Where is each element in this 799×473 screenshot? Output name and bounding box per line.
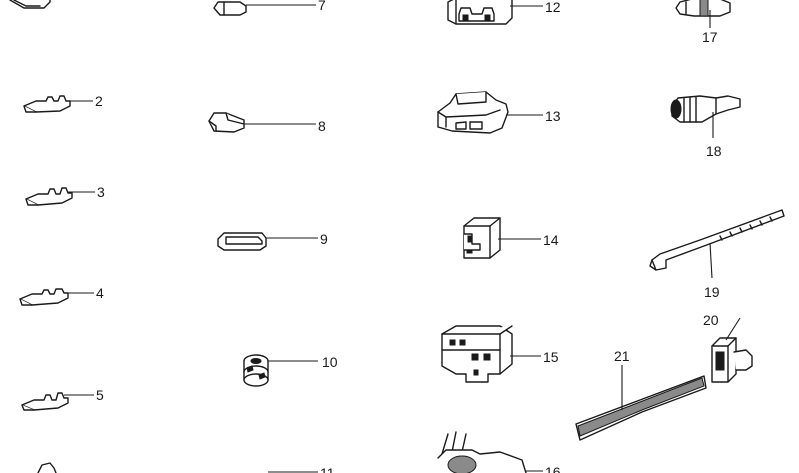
part-13: 13 [437, 91, 561, 134]
part-11-partial: 11 [268, 465, 335, 473]
callout-number: 15 [543, 349, 559, 365]
part-7: 7 [213, 0, 326, 16]
part-6-partial [37, 462, 57, 473]
callout-number: 10 [322, 354, 338, 370]
part-16-partial: 16 [437, 431, 561, 473]
part-15: 15 [441, 325, 559, 383]
part-5: 5 [21, 387, 104, 411]
part-20: 20 [703, 312, 753, 383]
part-14: 14 [463, 217, 559, 259]
callout-number: 3 [97, 184, 105, 200]
part-2: 2 [23, 93, 103, 113]
callout-number: 13 [545, 108, 561, 124]
callout-number: 11 [320, 465, 335, 473]
part-12: 12 [447, 0, 561, 25]
callout-number: 4 [96, 285, 104, 301]
part-19: 19 [649, 209, 785, 300]
part-8: 8 [208, 112, 326, 134]
callout-number: 9 [320, 231, 328, 247]
part-10: 10 [243, 354, 338, 387]
callout-number: 2 [95, 93, 103, 109]
callout-number: 5 [96, 387, 104, 403]
part-3: 3 [25, 184, 105, 206]
callout-number: 20 [703, 312, 719, 328]
callout-number: 8 [318, 118, 326, 134]
part-18: 18 [670, 95, 741, 159]
callout-number: 19 [704, 284, 720, 300]
part-partial-top-left [9, 0, 51, 9]
callout-number: 17 [702, 29, 718, 45]
callout-number: 18 [706, 143, 722, 159]
callout-number: 16 [545, 464, 561, 473]
part-9: 9 [217, 231, 328, 251]
part-4: 4 [19, 285, 104, 306]
callout-number: 7 [318, 0, 326, 13]
callout-number: 14 [543, 232, 559, 248]
part-21: 21 [575, 348, 707, 441]
part-17: 17 [675, 0, 731, 45]
callout-number: 21 [614, 348, 630, 364]
callout-number: 12 [545, 0, 561, 15]
